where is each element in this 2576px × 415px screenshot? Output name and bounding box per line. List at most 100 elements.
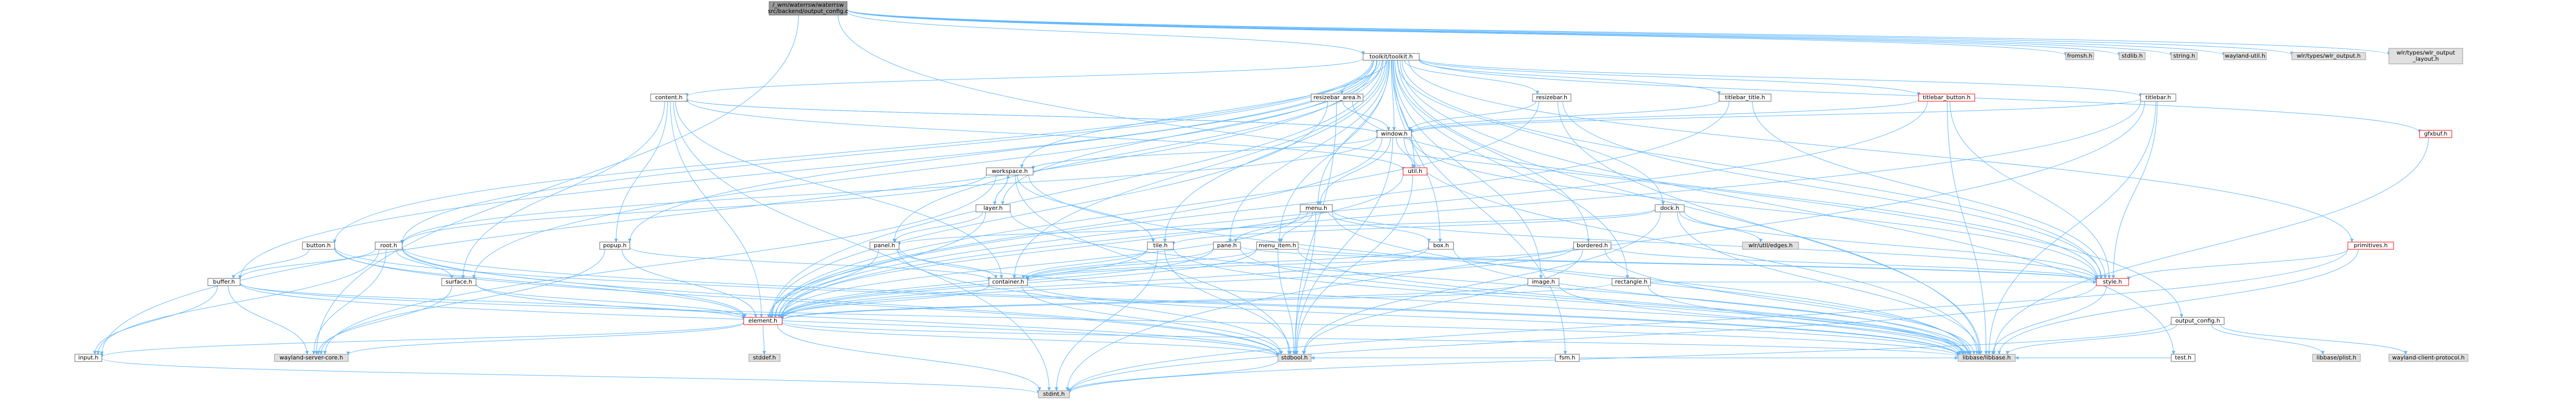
node-label: libbase/plist.h: [2317, 354, 2357, 361]
node-surface[interactable]: surface.h: [441, 278, 477, 286]
node-content[interactable]: content.h: [650, 93, 688, 102]
node-fsm[interactable]: fsm.h: [1555, 354, 1580, 362]
node-style[interactable]: style.h: [2096, 278, 2129, 286]
edge-resizebar-to-window: [1408, 101, 1537, 131]
node-window[interactable]: window.h: [1377, 130, 1412, 138]
node-box: [1573, 242, 1611, 250]
node-titlebar-title[interactable]: titlebar_title.h: [1719, 93, 1772, 102]
node-box: [988, 278, 1028, 286]
node-popup[interactable]: popup.h: [599, 242, 630, 250]
node-label: wlr/types/wlr_output.h: [2296, 52, 2360, 59]
edge-dock-to-tile: [1171, 209, 1656, 245]
node-root-file[interactable]: /_wm/waterrsw/waterrswsrc/backend/output…: [768, 1, 849, 16]
edge-rectangle-to-libbase: [1648, 285, 1972, 355]
node-box[interactable]: box.h: [1428, 242, 1454, 250]
edge-root_file-to-output_config: [838, 15, 2184, 318]
node-buffer[interactable]: buffer.h: [207, 278, 241, 286]
edge-titlebar-to-element: [780, 100, 2141, 318]
node-stddef[interactable]: stddef.h: [748, 354, 781, 362]
node-label: fromsh.h: [2067, 52, 2093, 59]
node-output-config[interactable]: output_config.h: [2171, 317, 2225, 325]
node-box: [2419, 130, 2452, 138]
node-wayland-util[interactable]: wayland-util.h: [2223, 52, 2267, 60]
edge-root-to-libbase: [402, 246, 1960, 356]
node-gfxbuf[interactable]: gfxbuf.h: [2419, 130, 2452, 138]
node-root[interactable]: root.h: [375, 242, 403, 250]
node-box: [1147, 242, 1174, 250]
node-bordered[interactable]: bordered.h: [1573, 242, 1611, 250]
node-dock[interactable]: dock.h: [1655, 204, 1685, 212]
node-wayland-server-core[interactable]: wayland-server-core.h: [274, 354, 349, 362]
node-test[interactable]: test.h: [2171, 354, 2196, 362]
node-resizebar[interactable]: resizebar.h: [1532, 93, 1571, 102]
edge-element-to-stdbool: [782, 322, 1280, 357]
node-titlebar-button[interactable]: titlebar_button.h: [1918, 93, 1975, 102]
node-box: [302, 242, 335, 250]
edge-menu-to-element: [778, 211, 1301, 318]
node-box: [748, 354, 781, 362]
node-element[interactable]: element.h: [743, 317, 783, 325]
node-pane[interactable]: pane.h: [1213, 242, 1241, 250]
node-container[interactable]: container.h: [988, 278, 1028, 286]
node-box: [1311, 93, 1364, 102]
node-box: [986, 167, 1034, 176]
node-layer[interactable]: layer.h: [975, 204, 1011, 212]
node-box: [2291, 52, 2366, 60]
node-label: resizebar.h: [1536, 94, 1567, 101]
edge-buffer-to-wayland_server_core: [228, 285, 309, 355]
edge-output_config-to-libbase_plist: [2211, 324, 2325, 355]
node-tile[interactable]: tile.h: [1147, 242, 1174, 250]
node-string[interactable]: string.h: [2171, 52, 2198, 60]
node-label: wayland-client-protocol.h: [2392, 354, 2465, 361]
node-rectangle[interactable]: rectangle.h: [1611, 278, 1651, 286]
edge-content-to-util: [686, 99, 1405, 171]
edge-toolkit-to-titlebar_button: [1419, 59, 1921, 96]
node-box: [1213, 242, 1241, 250]
edge-resizebar_area-to-style: [1352, 101, 2099, 279]
node-menu[interactable]: menu.h: [1300, 204, 1333, 212]
edge-titlebar_title-to-element: [777, 101, 1729, 318]
node-box: [1300, 204, 1333, 212]
edge-resizebar-to-element: [774, 101, 1539, 318]
node-label: stdint.h: [1043, 391, 1065, 397]
node-box: [1555, 354, 1580, 362]
edge-window-to-menu: [1318, 137, 1391, 205]
node-primitives[interactable]: primitives.h: [2347, 242, 2394, 250]
node-util[interactable]: util.h: [1403, 167, 1428, 176]
node-stdbool[interactable]: stdbool.h: [1277, 354, 1312, 362]
edge-toolkit-to-workspace: [1020, 60, 1380, 168]
node-panel[interactable]: panel.h: [869, 242, 900, 250]
node-toolkit[interactable]: toolkit/toolkit.h: [1363, 53, 1420, 61]
node-button[interactable]: button.h: [302, 242, 335, 250]
node-libbase[interactable]: libbase/libbase.h: [1958, 354, 2016, 362]
edge-resizebar-to-style: [1562, 101, 2104, 279]
node-label: container.h: [992, 278, 1024, 285]
node-label: wlr/util/edges.h: [1748, 242, 1792, 249]
node-label: util.h: [1408, 168, 1422, 175]
edge-titlebar_button-to-libbase: [1947, 101, 1988, 355]
node-box: [1532, 93, 1571, 102]
edge-primitives-to-libbase: [1997, 249, 2359, 355]
edge-pane-to-libbase: [1240, 247, 1964, 355]
edge-output_config-to-libbase: [2005, 324, 2177, 355]
node-libbase-plist[interactable]: libbase/plist.h: [2312, 354, 2361, 362]
node-workspace[interactable]: workspace.h: [986, 167, 1034, 176]
node-stdlib[interactable]: stdlib.h: [2119, 52, 2146, 60]
node-label: root.h: [380, 242, 398, 249]
node-menu-item[interactable]: menu_item.h: [1256, 242, 1299, 250]
node-resizebar-area[interactable]: resizebar_area.h: [1311, 93, 1364, 102]
node-box: [2388, 48, 2463, 64]
node-wayland-client-protocol[interactable]: wayland-client-protocol.h: [2388, 354, 2468, 362]
edge-workspace-to-root: [400, 174, 987, 245]
node-fromsh[interactable]: fromsh.h: [2065, 52, 2094, 60]
node-wlr-edges[interactable]: wlr/util/edges.h: [1742, 242, 1799, 250]
node-image[interactable]: image.h: [1527, 278, 1560, 286]
node-wlr-output-layout[interactable]: wlr/types/wlr_output_layout.h: [2388, 48, 2463, 64]
node-label: rectangle.h: [1615, 278, 1647, 285]
node-titlebar[interactable]: titlebar.h: [2140, 93, 2176, 102]
edge-buffer-to-libbase: [240, 283, 1960, 357]
node-wlr-output[interactable]: wlr/types/wlr_output.h: [2291, 52, 2366, 60]
node-input[interactable]: input.h: [74, 354, 102, 362]
node-stdint[interactable]: stdint.h: [1038, 390, 1070, 398]
edge-resizebar-to-libbase: [1557, 101, 1983, 355]
